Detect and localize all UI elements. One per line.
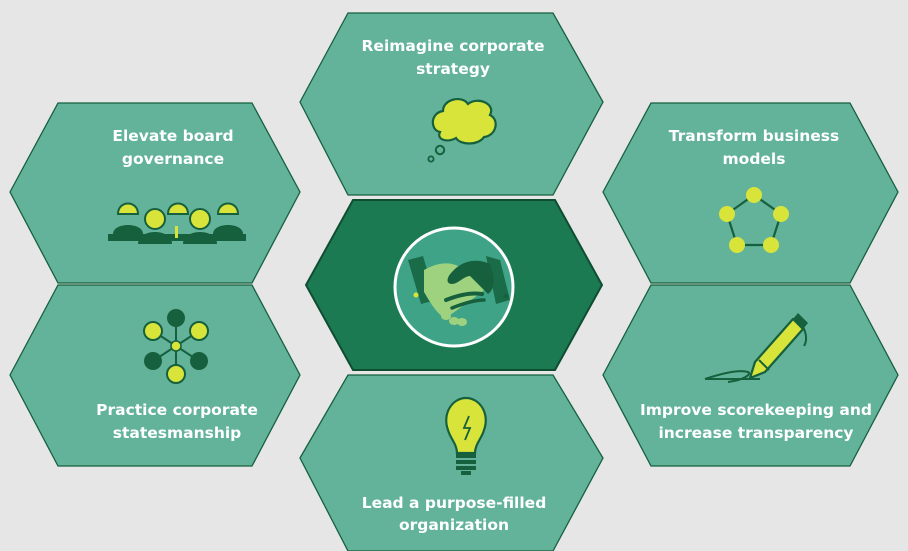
stakeholder-network-icon xyxy=(143,309,209,384)
hex-lower-right-label-line2: increase transparency xyxy=(658,424,853,442)
hex-top-label-line1: Reimagine corporate xyxy=(362,37,545,55)
hex-lower-right-label-line1: Improve scorekeeping and xyxy=(640,401,872,419)
hex-lower-left-label-line1: Practice corporate xyxy=(96,401,258,419)
thought-cloud-icon xyxy=(427,98,497,163)
hex-transform-models: Transform business models xyxy=(602,102,899,284)
hex-center xyxy=(304,199,604,371)
lightbulb-icon xyxy=(445,396,487,475)
hex-scorekeeping-transparency: Improve scorekeeping and increase transp… xyxy=(602,284,899,467)
hex-upper-left-label-line2: governance xyxy=(122,150,224,168)
handshake-icon xyxy=(393,226,515,348)
pen-signature-icon xyxy=(704,313,808,383)
hex-reimagine-strategy: Reimagine corporate strategy xyxy=(299,12,604,196)
hex-purpose-filled: Lead a purpose-filled organization xyxy=(299,374,604,551)
hex-top-label-line2: strategy xyxy=(416,60,490,78)
hex-corporate-statesmanship: Practice corporate statesmanship xyxy=(9,284,301,467)
hex-elevate-governance: Elevate board governance xyxy=(9,102,301,284)
board-members-icon xyxy=(108,202,246,244)
hex-lower-left-label-line2: statesmanship xyxy=(113,424,242,442)
hex-upper-right-label-line2: models xyxy=(723,150,786,168)
hex-bottom-label-line1: Lead a purpose-filled xyxy=(362,494,547,512)
hex-upper-left-label-line1: Elevate board xyxy=(112,127,233,145)
network-pentagon-icon xyxy=(719,187,789,253)
hex-upper-right-label-line1: Transform business xyxy=(669,127,840,145)
hex-bottom-label-line2: organization xyxy=(399,516,509,534)
